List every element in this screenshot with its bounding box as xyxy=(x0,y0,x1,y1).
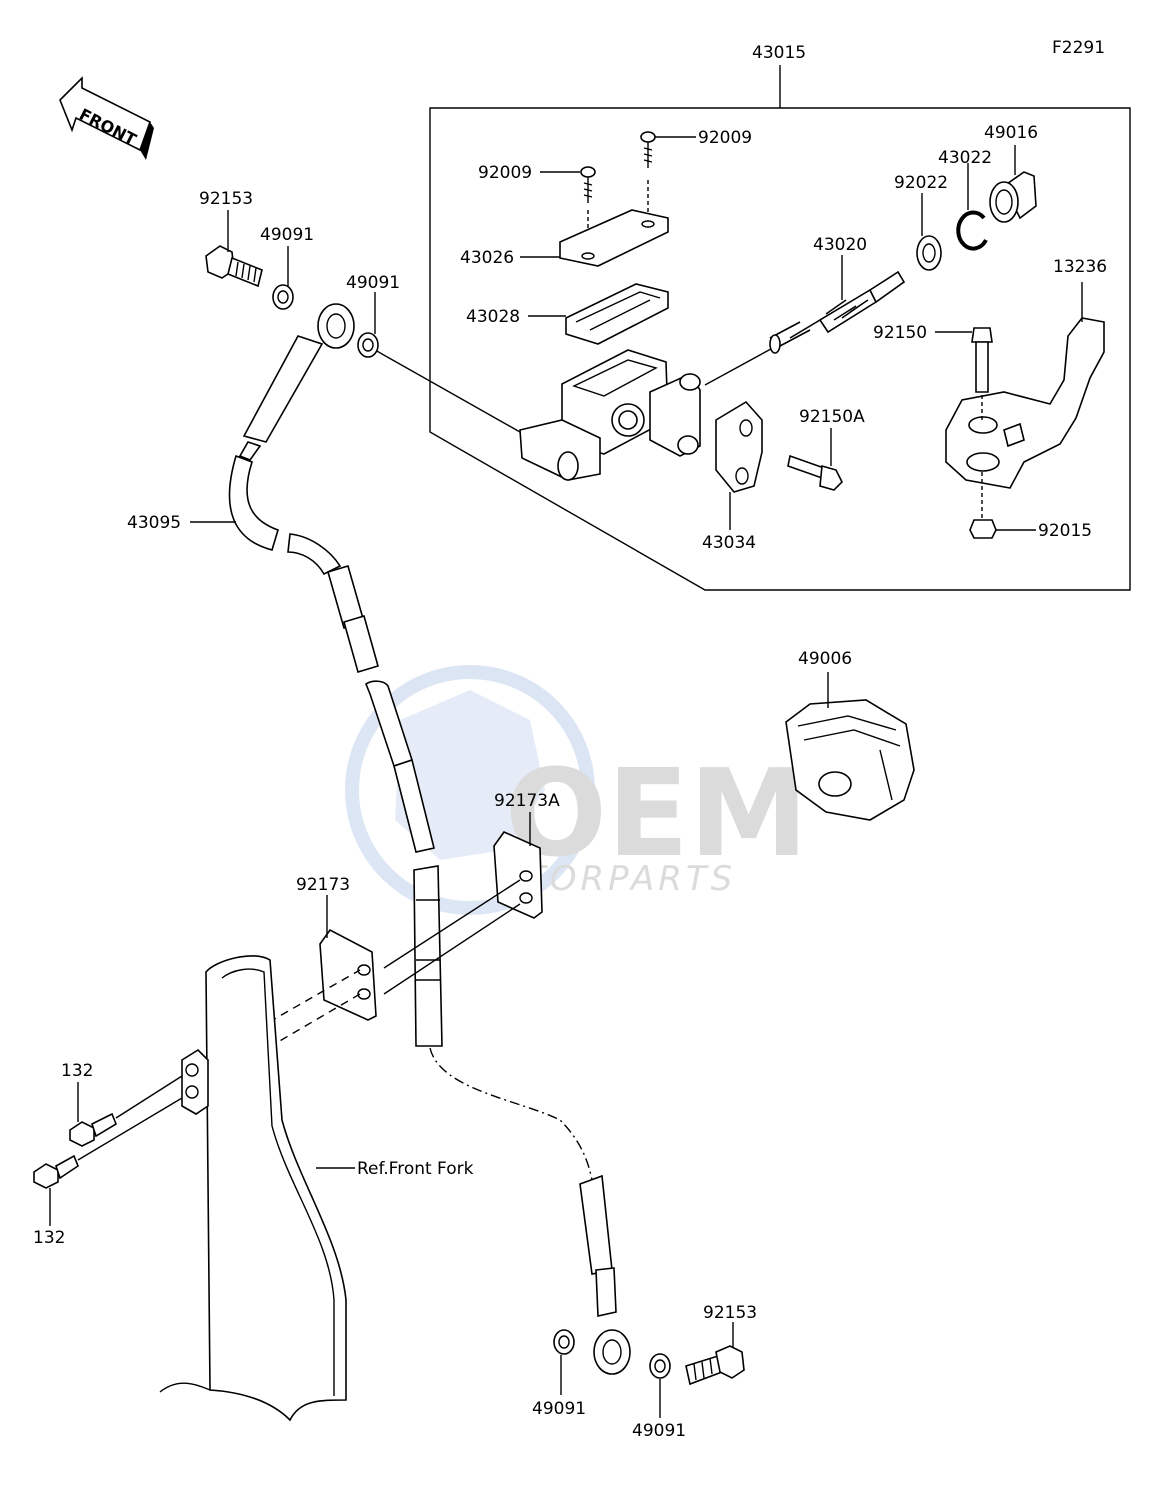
clamp-icon xyxy=(715,400,763,493)
crush-washer-icon xyxy=(553,1329,575,1355)
label-92009-right: 92009 xyxy=(698,128,752,148)
label-43095: 43095 xyxy=(127,513,181,533)
label-43034: 43034 xyxy=(702,533,756,553)
watermark-brand: OEM xyxy=(505,745,808,884)
hose-clamp-icon xyxy=(493,831,543,919)
assembly-frame xyxy=(429,107,1131,591)
watermark-sub: TORPARTS xyxy=(525,859,736,899)
label-92022: 92022 xyxy=(894,173,948,193)
banjo-bolt-icon xyxy=(685,1345,745,1386)
piston-spring-icon xyxy=(704,270,906,386)
hose-routing-line xyxy=(429,1047,593,1181)
label-49091-top-right: 49091 xyxy=(346,273,400,293)
crush-washer-icon xyxy=(272,284,294,310)
lower-hose-icon xyxy=(579,1174,631,1375)
label-92015: 92015 xyxy=(1038,521,1092,541)
circlip-icon xyxy=(956,210,988,251)
label-49091-bottom-left: 49091 xyxy=(532,1399,586,1419)
label-132-top: 132 xyxy=(61,1061,93,1081)
boot-icon xyxy=(1002,171,1037,220)
crush-washer-icon xyxy=(357,332,379,358)
label-92150: 92150 xyxy=(873,323,927,343)
label-13236: 13236 xyxy=(1053,257,1107,277)
figure-code: F2291 xyxy=(1052,38,1105,58)
crush-washer-icon xyxy=(649,1353,671,1379)
label-49091-top-left: 49091 xyxy=(260,225,314,245)
reservoir-cover-icon xyxy=(559,209,669,267)
hose-clamp-icon xyxy=(319,928,377,1021)
label-43022: 43022 xyxy=(938,148,992,168)
watermark-map-icon xyxy=(395,690,545,860)
brake-lever-icon xyxy=(945,317,1105,489)
banjo-bolt-icon xyxy=(205,245,263,288)
label-49016: 49016 xyxy=(984,123,1038,143)
label-43015: 43015 xyxy=(752,43,806,63)
label-92173A: 92173A xyxy=(494,791,560,811)
label-49006: 49006 xyxy=(798,649,852,669)
fork-bolt-icon xyxy=(69,1112,117,1147)
pivot-bolt-icon xyxy=(971,327,993,393)
lever-guard-icon xyxy=(785,699,915,821)
label-43028: 43028 xyxy=(466,307,520,327)
front-fork-icon xyxy=(159,955,347,1422)
watermark: OEM TORPARTS xyxy=(345,665,808,915)
label-92009-left: 92009 xyxy=(478,163,532,183)
clamp-bolt-icon xyxy=(787,454,843,491)
label-43026: 43026 xyxy=(460,248,514,268)
brake-hose-icon xyxy=(228,303,443,1047)
washer-icon xyxy=(916,235,942,271)
master-cylinder-icon xyxy=(519,349,701,481)
fork-bolt-icon xyxy=(33,1154,79,1189)
label-43020: 43020 xyxy=(813,235,867,255)
front-arrow-icon: FRONT xyxy=(59,76,154,160)
nut-icon xyxy=(969,519,997,539)
screw-icon xyxy=(580,131,656,203)
ref-front-fork-label: Ref.Front Fork xyxy=(357,1159,474,1179)
label-92173: 92173 xyxy=(296,875,350,895)
label-92150A: 92150A xyxy=(799,407,865,427)
label-132-bottom: 132 xyxy=(33,1228,65,1248)
label-49091-bottom-right: 49091 xyxy=(632,1421,686,1441)
watermark-globe-icon xyxy=(345,665,595,915)
diaphragm-icon xyxy=(565,283,669,345)
label-92153-top: 92153 xyxy=(199,189,253,209)
label-92153-bottom: 92153 xyxy=(703,1303,757,1323)
